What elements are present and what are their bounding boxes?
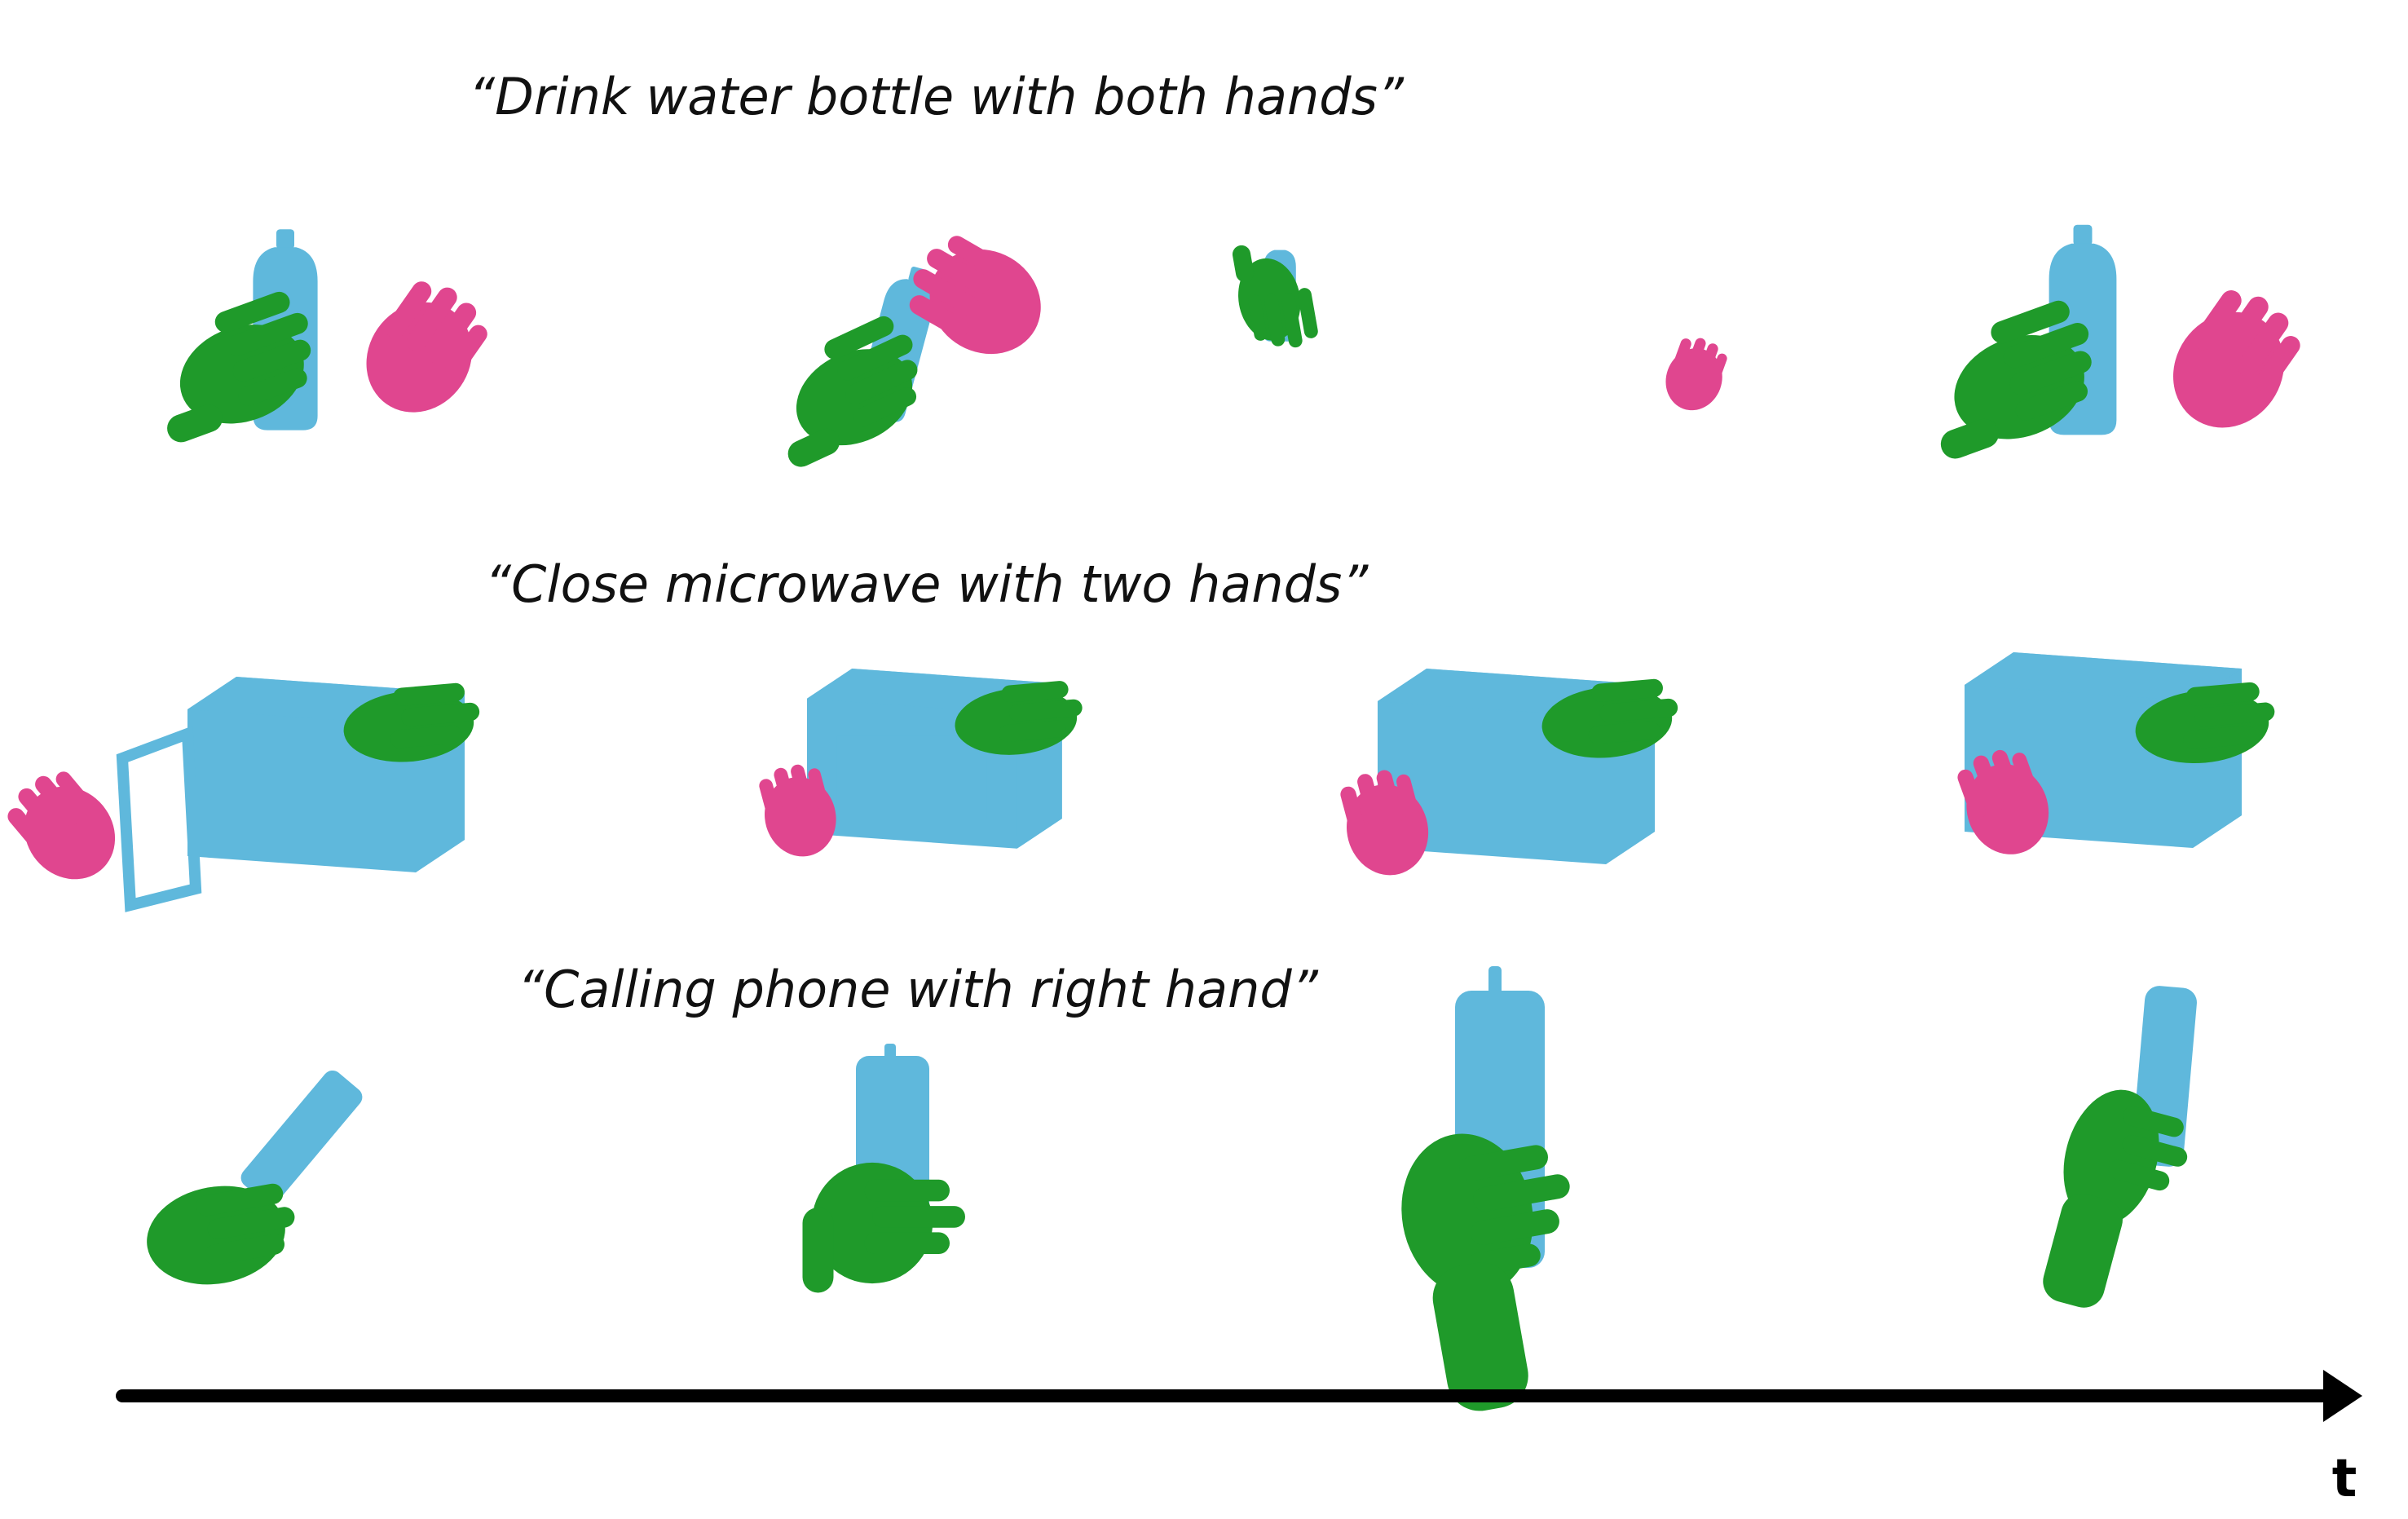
frame-1 [7, 677, 480, 912]
right-hand-icon [147, 1183, 295, 1285]
time-axis-label: t [2332, 1449, 2357, 1509]
left-hand-icon [1957, 749, 2049, 854]
frame-4 [1665, 338, 1727, 411]
frame-3 [1232, 245, 1318, 348]
row-phone [147, 966, 2197, 1411]
row-microwave [7, 652, 2275, 912]
time-axis: t [116, 1370, 2362, 1509]
right-hand-icon [955, 681, 1083, 755]
right-hand-icon [343, 682, 480, 762]
microwave-door-icon [116, 726, 202, 912]
frame-4 [1957, 652, 2275, 854]
frame-1 [147, 1070, 363, 1285]
frame-2 [787, 236, 1041, 467]
frame-3 [1401, 966, 1570, 1411]
left-hand-icon [909, 236, 1041, 355]
row-water-bottle [167, 224, 2300, 467]
left-hand-icon [366, 281, 487, 413]
frame-4 [2043, 986, 2197, 1308]
right-hand-icon [1401, 1133, 1570, 1411]
right-hand-icon [1232, 245, 1318, 348]
frame-3 [1340, 669, 1678, 876]
left-hand-icon [7, 771, 116, 880]
frame-1 [167, 229, 487, 443]
frame-2 [759, 669, 1083, 857]
right-hand-icon [2135, 682, 2275, 764]
right-hand-icon [1940, 300, 2092, 459]
left-hand-icon [1665, 338, 1727, 411]
right-hand-icon [1541, 678, 1678, 758]
caption-close-microwave: “Close microwave with two hands” [485, 554, 1369, 614]
left-hand-icon [1340, 770, 1429, 876]
right-hand-icon [167, 291, 311, 443]
time-axis-arrowhead [2323, 1370, 2362, 1422]
right-hand-icon [787, 316, 918, 467]
phone-icon [240, 1070, 363, 1205]
caption-drink-water-bottle: “Drink water bottle with both hands” [469, 67, 1405, 126]
caption-calling-phone: “Calling phone with right hand” [518, 960, 1319, 1019]
frame-2 [802, 1044, 965, 1293]
left-hand-icon [759, 764, 836, 857]
left-hand-icon [2172, 290, 2300, 428]
right-hand-icon [802, 1162, 965, 1293]
right-hand-icon [2043, 1089, 2188, 1308]
frame-5 [1940, 224, 2300, 459]
